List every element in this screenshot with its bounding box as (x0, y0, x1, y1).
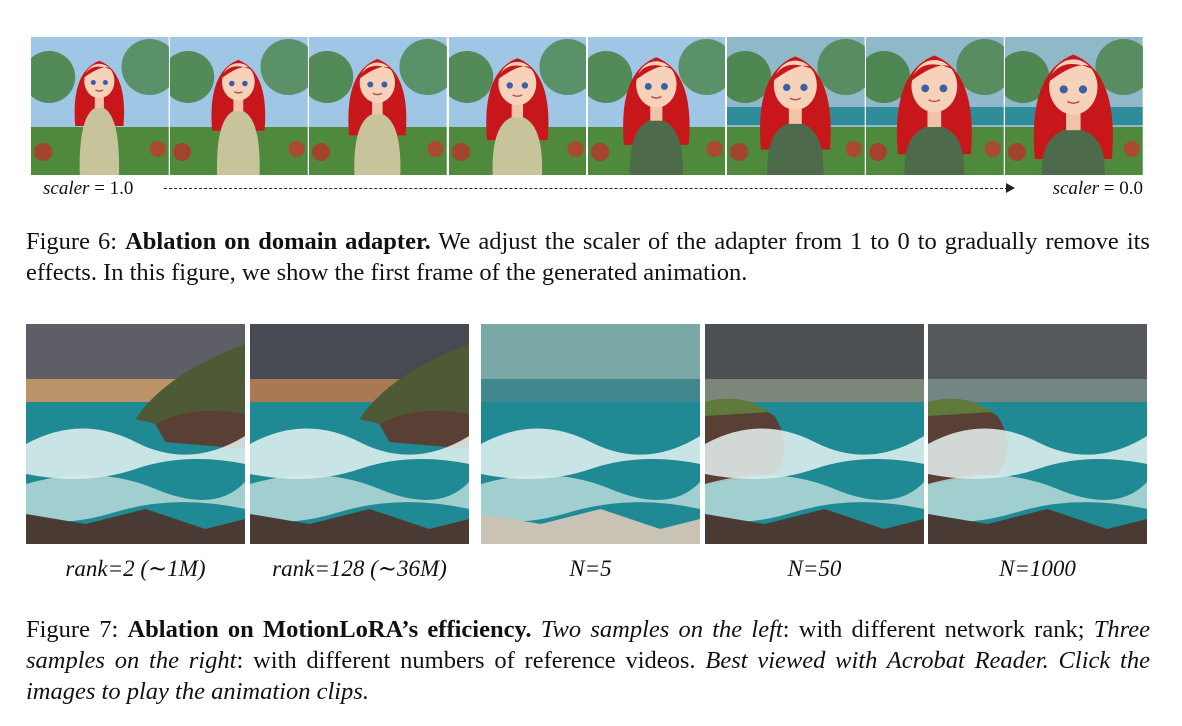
anime-girl-frame-5[interactable] (587, 37, 726, 175)
anime-girl-frame-7[interactable] (866, 37, 1004, 175)
anime-girl-frame-2[interactable] (170, 37, 308, 175)
anime-girl-frame-1[interactable] (31, 37, 169, 175)
anime-girl-frame-8[interactable] (1005, 37, 1143, 175)
figure-6-caption: Figure 6: Ablation on domain adapter. We… (26, 228, 1150, 286)
label-n-50: N=50 (787, 556, 842, 581)
label-rank-2: rank=2 (∼1M) (65, 556, 206, 581)
scaler-start-label: scaler = 1.0 (43, 178, 134, 199)
label-n-5: N=5 (569, 556, 612, 581)
figure-7-caption: Figure 7: Ablation on MotionLoRA’s effic… (26, 616, 1150, 705)
label-n-1000: N=1000 (999, 556, 1076, 581)
anime-girl-frame-3[interactable] (309, 37, 448, 175)
sea-sample-rank-2[interactable] (26, 324, 245, 544)
sea-sample-rank-128[interactable] (250, 324, 469, 544)
sea-sample-n-1000[interactable] (928, 324, 1147, 544)
sea-sample-n-50[interactable] (705, 324, 924, 544)
label-rank-128: rank=128 (∼36M) (272, 556, 447, 581)
scaler-axis: scaler = 1.0 scaler = 0.0 (31, 176, 1143, 200)
anime-girl-frame-4[interactable] (448, 37, 587, 175)
dashed-arrow (164, 183, 1015, 193)
anime-girl-frame-6[interactable] (726, 37, 865, 175)
sea-sample-n-5[interactable] (481, 324, 700, 544)
adapter-ablation-strip (31, 37, 1143, 175)
scaler-end-label: scaler = 0.0 (1052, 178, 1143, 199)
